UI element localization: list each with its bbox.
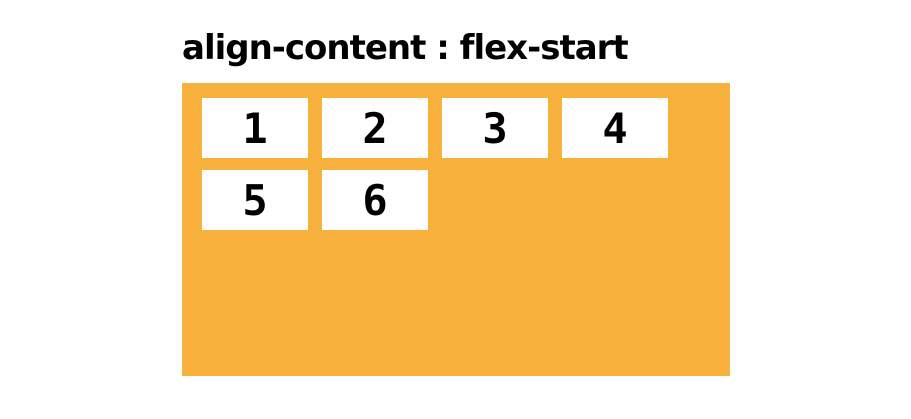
flex-item-1: 1 bbox=[202, 98, 308, 158]
flex-container: 1 2 3 4 5 6 bbox=[182, 83, 730, 376]
flex-item-2-label: 2 bbox=[362, 103, 388, 153]
diagram-title: align-content : flex-start bbox=[182, 28, 629, 68]
flex-item-1-label: 1 bbox=[242, 103, 268, 153]
flex-item-3-label: 3 bbox=[482, 103, 508, 153]
flex-item-2: 2 bbox=[322, 98, 428, 158]
flex-item-6: 6 bbox=[322, 170, 428, 230]
flex-item-5: 5 bbox=[202, 170, 308, 230]
flex-item-4-label: 4 bbox=[602, 103, 628, 153]
flex-item-4: 4 bbox=[562, 98, 668, 158]
flex-item-6-label: 6 bbox=[362, 175, 388, 225]
flex-item-3: 3 bbox=[442, 98, 548, 158]
flex-item-5-label: 5 bbox=[242, 175, 268, 225]
